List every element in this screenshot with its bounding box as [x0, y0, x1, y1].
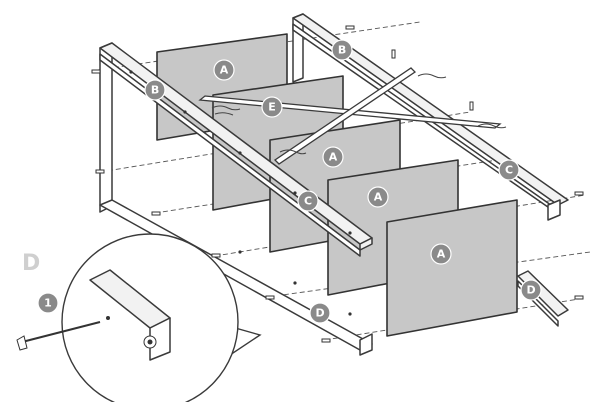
hand-gestures — [211, 73, 507, 155]
badge-panel-a3: A — [367, 186, 389, 208]
badge-rail-b-left: B — [144, 79, 166, 101]
badge-rail-c-right: C — [498, 159, 520, 181]
detail-callout — [16, 233, 262, 402]
rail-holes — [129, 70, 352, 316]
badge-label: A — [437, 248, 446, 261]
badge-label: B — [151, 84, 159, 97]
panel-5 — [386, 199, 518, 337]
badge-label: E — [268, 101, 276, 114]
badge-label: D — [526, 284, 535, 297]
badge-rail-d-left: D — [309, 302, 331, 324]
badge-label: A — [220, 64, 229, 77]
badge-label: C — [505, 164, 513, 177]
badge-panel-a1: A — [213, 59, 235, 81]
badge-rail-d-right: D — [520, 279, 542, 301]
detail-section-label: D — [22, 251, 40, 276]
badge-rail-b-right: B — [331, 39, 353, 61]
badge-label: B — [338, 44, 346, 57]
badge-label: D — [315, 307, 324, 320]
badge-panel-a4: A — [430, 243, 452, 265]
badge-label: A — [329, 151, 338, 164]
badge-label: C — [304, 195, 312, 208]
badge-panel-a2: A — [322, 146, 344, 168]
badge-label: A — [374, 191, 383, 204]
badge-brace-e: E — [261, 96, 283, 118]
badge-step-1: 1 — [37, 292, 59, 314]
screws — [91, 25, 584, 343]
badge-rail-c-left: C — [297, 190, 319, 212]
badge-label: 1 — [44, 297, 52, 310]
